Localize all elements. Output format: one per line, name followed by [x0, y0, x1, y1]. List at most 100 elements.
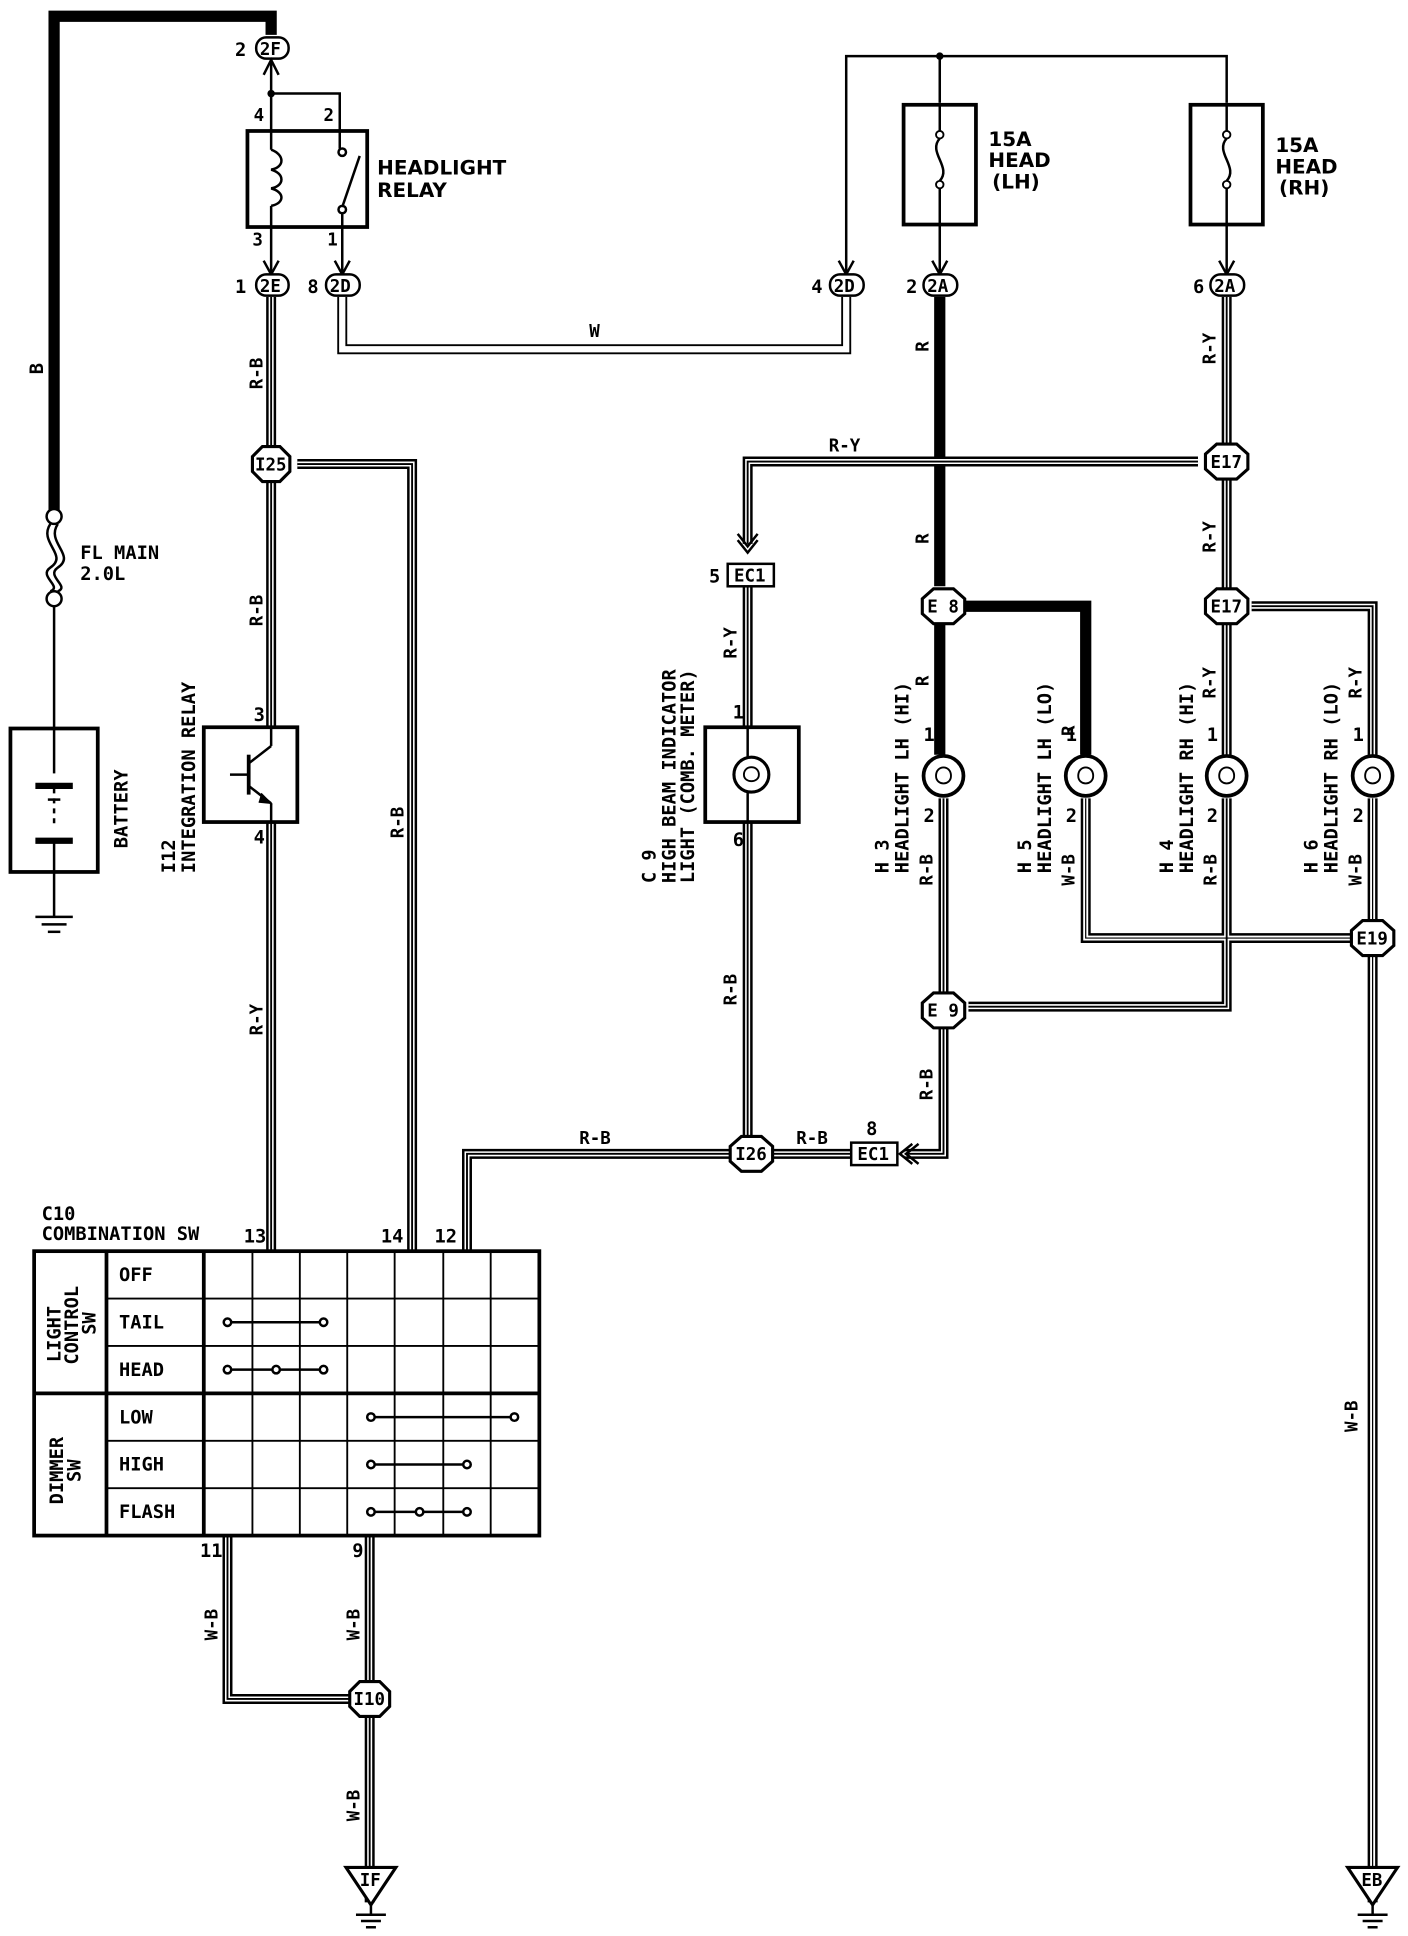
svg-text:2E: 2E: [260, 277, 281, 297]
headlight-relay-label-1: HEADLIGHT: [377, 156, 506, 180]
wire-label-ry: R-Y: [1200, 332, 1220, 364]
pin-2a-right: 6: [1193, 277, 1204, 298]
wire-label-wb: W-B: [1059, 854, 1079, 886]
junction-dot: [267, 89, 275, 98]
svg-text:I26: I26: [735, 1145, 767, 1165]
junction-i25: I25: [250, 445, 292, 484]
h5-code: H 5: [1015, 839, 1036, 873]
svg-text:2D: 2D: [834, 277, 855, 297]
h5-pin-2: 2: [1066, 806, 1077, 827]
wire-label-r: R: [1059, 725, 1079, 736]
wire-fuse-feed: [844, 54, 1228, 275]
switch-row-low: LOW: [119, 1407, 154, 1428]
wire-label-wb: W-B: [1343, 1401, 1363, 1433]
relay-pin-3: 3: [252, 231, 263, 251]
wire-label-wb: W-B: [345, 1609, 365, 1641]
pin-2d-left: 8: [307, 277, 318, 298]
pin-ec1-top: 5: [709, 567, 720, 588]
wire-label-rb: R-B: [796, 1129, 828, 1149]
pin-2d-right: 4: [811, 277, 822, 298]
h6-name: HEADLIGHT RH (LO): [1322, 682, 1343, 873]
h3-pin-1: 1: [924, 725, 935, 746]
fuse-rh-side: (RH): [1279, 176, 1329, 200]
h6-pin-2: 2: [1353, 806, 1364, 827]
fl-main-rating: 2.0L: [80, 564, 125, 585]
headlight-h4: [1204, 754, 1249, 798]
fl-main-label: FL MAIN: [80, 543, 159, 564]
h4-name: HEADLIGHT RH (HI): [1177, 682, 1198, 873]
switch-row-head: HEAD: [119, 1360, 164, 1381]
fl-main-fuse: [45, 507, 66, 729]
wire-label-rb: R-B: [721, 974, 741, 1006]
h6-pin-1: 1: [1353, 725, 1364, 746]
indicator-pin-6: 6: [733, 830, 744, 851]
connector-ec1-top: EC1: [726, 533, 776, 588]
pin-2a-left: 2: [906, 277, 917, 298]
switch-connections: [222, 1317, 520, 1517]
wire-label-rb: R-B: [247, 595, 267, 627]
connector-2f: 2F: [254, 36, 290, 76]
svg-text:EC1: EC1: [734, 566, 766, 586]
pin-2e: 1: [235, 277, 246, 298]
h6-code: H 6: [1302, 839, 1323, 873]
wire-label-wb: W-B: [1346, 854, 1366, 886]
svg-text:E 8: E 8: [927, 597, 959, 617]
fuse-rh-name: HEAD: [1275, 154, 1337, 178]
wire-label-rb: R-B: [579, 1129, 611, 1149]
switch-row-high: HIGH: [119, 1455, 164, 1476]
junction-e19: E19: [1349, 919, 1396, 958]
group-dimmer-2: SW: [64, 1459, 85, 1482]
wire-b: [48, 10, 277, 512]
wire-label-rb: R-B: [388, 807, 408, 839]
indicator-line1: HIGH BEAM INDICATOR: [659, 668, 680, 883]
wire-label-rb: R-B: [1202, 854, 1222, 886]
wire-label-r: R: [914, 341, 934, 352]
junction-i10: I10: [348, 1679, 392, 1719]
fuse-rh-rating: 15A: [1275, 133, 1319, 157]
group-light-control-1: LIGHT: [44, 1306, 65, 1362]
combination-switch-table: [32, 1249, 542, 1538]
connector-2d-left: 2D: [324, 260, 361, 297]
switch-row-flash: FLASH: [119, 1502, 175, 1523]
wire-label-b: B: [27, 363, 48, 374]
connector-2d-right: 2D: [828, 260, 865, 297]
h5-name: HEADLIGHT LH (LO): [1035, 682, 1056, 873]
combination-switch-code: C10: [42, 1204, 76, 1225]
headlight-h5: [1063, 754, 1108, 798]
svg-text:EB: EB: [1361, 1871, 1382, 1891]
combination-switch-name: COMBINATION SW: [42, 1224, 200, 1245]
wire-label-wb: W-B: [203, 1609, 223, 1641]
headlight-h3: [921, 754, 966, 798]
switch-row-off: OFF: [119, 1265, 153, 1286]
svg-text:I10: I10: [353, 1690, 385, 1710]
svg-text:I25: I25: [255, 455, 287, 475]
svg-text:2A: 2A: [927, 277, 949, 297]
wire-label-r: R: [914, 675, 934, 686]
group-light-control-2: CONTROL: [62, 1286, 83, 1365]
indicator-pin-1: 1: [733, 703, 744, 724]
integration-relay: [201, 725, 300, 824]
relay-pin-4: 4: [254, 106, 265, 126]
wire-label-wb: W-B: [345, 1790, 365, 1822]
indicator-code: C 9: [639, 849, 660, 883]
battery-symbol: [8, 726, 100, 934]
connector-2a-left: 2A: [922, 260, 959, 297]
wire-label-r: R: [914, 533, 934, 544]
integration-relay-pin-3: 3: [254, 705, 265, 726]
wire-label-rb: R-B: [247, 358, 267, 390]
connector-2e: 2E: [254, 260, 290, 297]
comb-pin-14: 14: [381, 1226, 404, 1247]
comb-pin-13: 13: [244, 1226, 267, 1247]
connector-ec1-bottom: EC1: [849, 1141, 920, 1167]
junction-e17-bottom: E17: [1203, 587, 1250, 626]
h5-pin-1: 1: [1066, 725, 1077, 746]
wire-label-ry: R-Y: [1200, 667, 1220, 699]
svg-text:E 9: E 9: [927, 1002, 959, 1022]
integration-relay-code: I12: [159, 839, 180, 873]
group-dimmer-1: DIMMER: [47, 1436, 68, 1504]
junction-e8: E 8: [920, 587, 967, 626]
wire-label-rb: R-B: [917, 854, 937, 886]
headlight-relay: [245, 129, 370, 229]
integration-relay-pin-4: 4: [254, 827, 265, 848]
